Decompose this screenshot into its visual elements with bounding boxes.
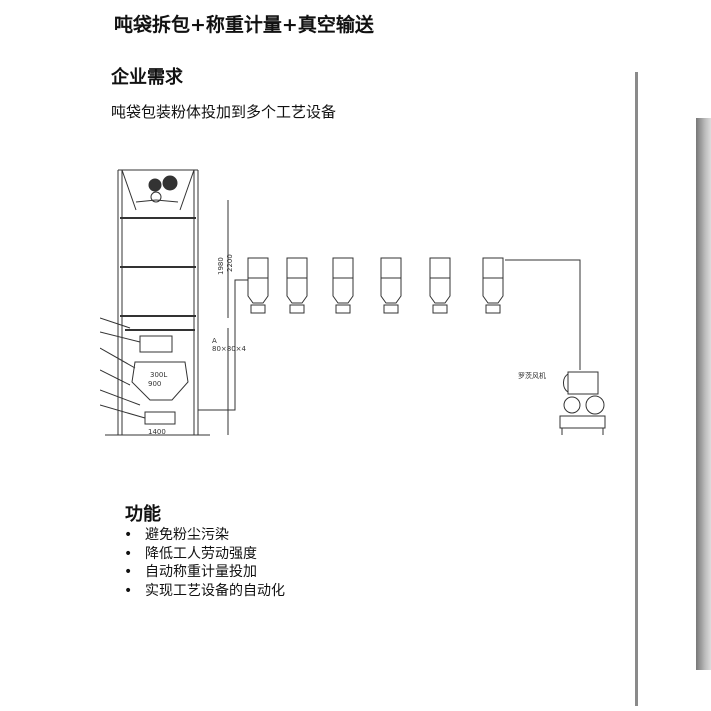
dim-1980: 1980 <box>217 257 225 275</box>
dim-900: 900 <box>148 380 161 388</box>
list-item: 实现工艺设备的自动化 <box>124 582 285 601</box>
slide-title: 吨袋拆包+称重计量+真空输送 <box>114 14 374 36</box>
dim-300l: 300L <box>150 371 167 379</box>
dim-a: A <box>212 337 217 345</box>
dim-2200: 2200 <box>226 254 234 272</box>
requirement-text: 吨袋包装粉体投加到多个工艺设备 <box>111 103 337 121</box>
roots-blower <box>559 371 606 435</box>
bag-unloader-frame <box>100 169 248 436</box>
dim-1400: 1400 <box>148 428 166 436</box>
vacuum-hoppers <box>247 257 581 370</box>
list-item: 降低工人劳动强度 <box>124 545 285 564</box>
vertical-divider <box>635 72 638 706</box>
functions-list: 避免粉尘污染 降低工人劳动强度 自动称重计量投加 实现工艺设备的自动化 <box>124 526 285 600</box>
equipment-photo-edge <box>696 118 711 670</box>
system-drawing: 300L 900 1400 80×80×4 A 1980 2200 罗茨风机 <box>100 169 606 436</box>
list-item: 避免粉尘污染 <box>124 526 285 545</box>
functions-heading: 功能 <box>125 504 161 525</box>
list-item: 自动称重计量投加 <box>124 563 285 582</box>
dim-80x80x4: 80×80×4 <box>212 345 247 353</box>
blower-label: 罗茨风机 <box>518 371 546 380</box>
requirement-heading: 企业需求 <box>111 67 183 88</box>
